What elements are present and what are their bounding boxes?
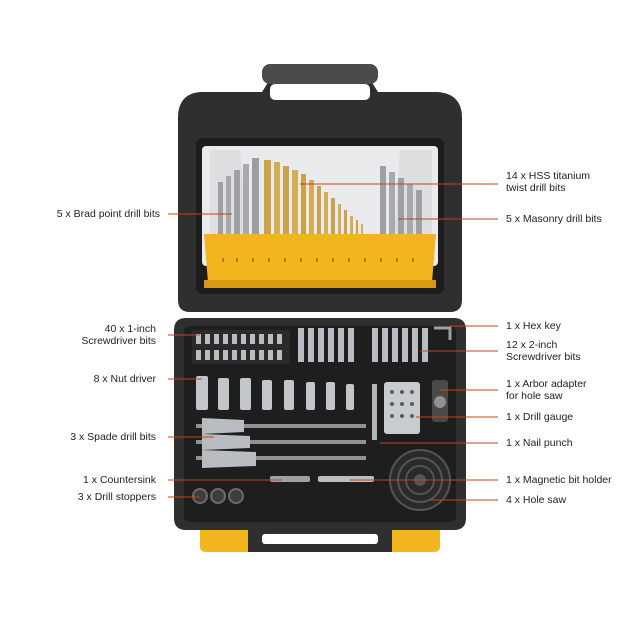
callout-text: Screwdriver bits (81, 335, 156, 347)
callout-screwdriver-2in: 12 x 2-inch Screwdriver bits (506, 339, 581, 363)
callout-text: 5 x Masonry drill bits (506, 213, 602, 225)
one-inch-screwdriver-bits (192, 330, 290, 364)
callout-magnetic-holder: 1 x Magnetic bit holder (506, 474, 612, 486)
callout-nail-punch: 1 x Nail punch (506, 437, 573, 449)
hex-key (434, 326, 452, 340)
callout-text: 12 x 2-inch (506, 339, 558, 351)
callout-text: 3 x Spade drill bits (70, 431, 156, 443)
drill-gauge (384, 382, 420, 434)
callout-text: 4 x Hole saw (506, 494, 567, 506)
callout-text: 5 x Brad point drill bits (56, 208, 160, 220)
lid-bit-holder (204, 234, 436, 288)
arbor-adapter (432, 380, 448, 422)
callout-brad-point: 5 x Brad point drill bits (57, 208, 160, 220)
callout-text: 14 x HSS titanium (506, 170, 591, 182)
callout-hex-key: 1 x Hex key (506, 320, 561, 332)
callout-drill-gauge: 1 x Drill gauge (506, 411, 573, 423)
two-inch-screwdriver-bits (298, 328, 428, 362)
callout-text: 1 x Arbor adapter (506, 378, 587, 390)
callout-text: 1 x Nail punch (506, 437, 573, 449)
callout-text: twist drill bits (506, 182, 566, 194)
callout-text: 1 x Hex key (506, 320, 561, 332)
callout-text: 8 x Nut driver (93, 373, 156, 385)
callout-text: 1 x Drill gauge (506, 411, 574, 423)
callout-spade: 3 x Spade drill bits (70, 431, 156, 443)
brad-point-drill-bits (218, 158, 259, 248)
magnetic-bit-holder (318, 476, 374, 482)
callout-text: 1 x Magnetic bit holder (506, 474, 612, 486)
countersink (270, 476, 310, 482)
callout-text: 40 x 1-inch (104, 323, 156, 335)
callout-arbor: 1 x Arbor adapter for hole saw (506, 378, 587, 402)
callout-countersink: 1 x Countersink (83, 474, 156, 486)
callout-text: 3 x Drill stoppers (77, 491, 156, 503)
callout-screwdriver-1in: 40 x 1-inch Screwdriver bits (81, 323, 156, 347)
leader-lines (168, 183, 498, 501)
callout-text: 1 x Countersink (83, 474, 156, 486)
drill-stoppers (192, 488, 244, 504)
nut-drivers (196, 376, 354, 410)
spade-drill-bits (196, 418, 366, 468)
callout-nut-driver: 8 x Nut driver (94, 373, 156, 385)
callout-drill-stoppers: 3 x Drill stoppers (78, 491, 156, 503)
callout-masonry: 5 x Masonry drill bits (506, 213, 602, 225)
callout-text: Screwdriver bits (506, 351, 581, 363)
callout-text: for hole saw (506, 390, 563, 402)
nail-punch (372, 384, 377, 440)
callout-hole-saw: 4 x Hole saw (506, 494, 566, 506)
callout-hss: 14 x HSS titanium twist drill bits (506, 170, 590, 194)
